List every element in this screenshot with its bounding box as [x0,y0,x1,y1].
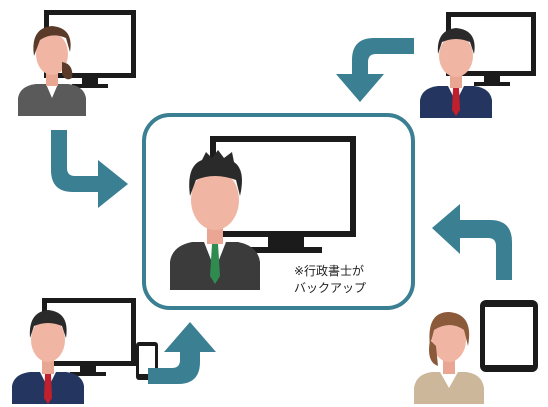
woman-icon [18,26,86,116]
caption-line-1: ※行政書士が [294,264,365,278]
expert-workstation [170,136,356,290]
center-monitor-icon [210,136,356,253]
arrow-bottom-left-to-center [148,322,216,384]
client-bottom-right [414,300,538,404]
client-top-right [420,12,536,118]
arrow-top-left-to-center [51,130,128,208]
businessman-icon [420,28,492,118]
businesswoman-icon [414,312,484,404]
client-bottom-left [12,298,158,404]
businessman-icon [12,310,84,404]
administrative-scrivener-icon [170,150,260,290]
tablet-icon [480,300,538,372]
backup-caption: ※行政書士が バックアップ [294,263,366,297]
client-top-left [18,10,136,116]
arrow-top-right-to-center [336,38,414,102]
caption-line-2: バックアップ [294,281,367,295]
arrow-right-to-center [432,204,512,280]
center-frame [142,113,415,310]
